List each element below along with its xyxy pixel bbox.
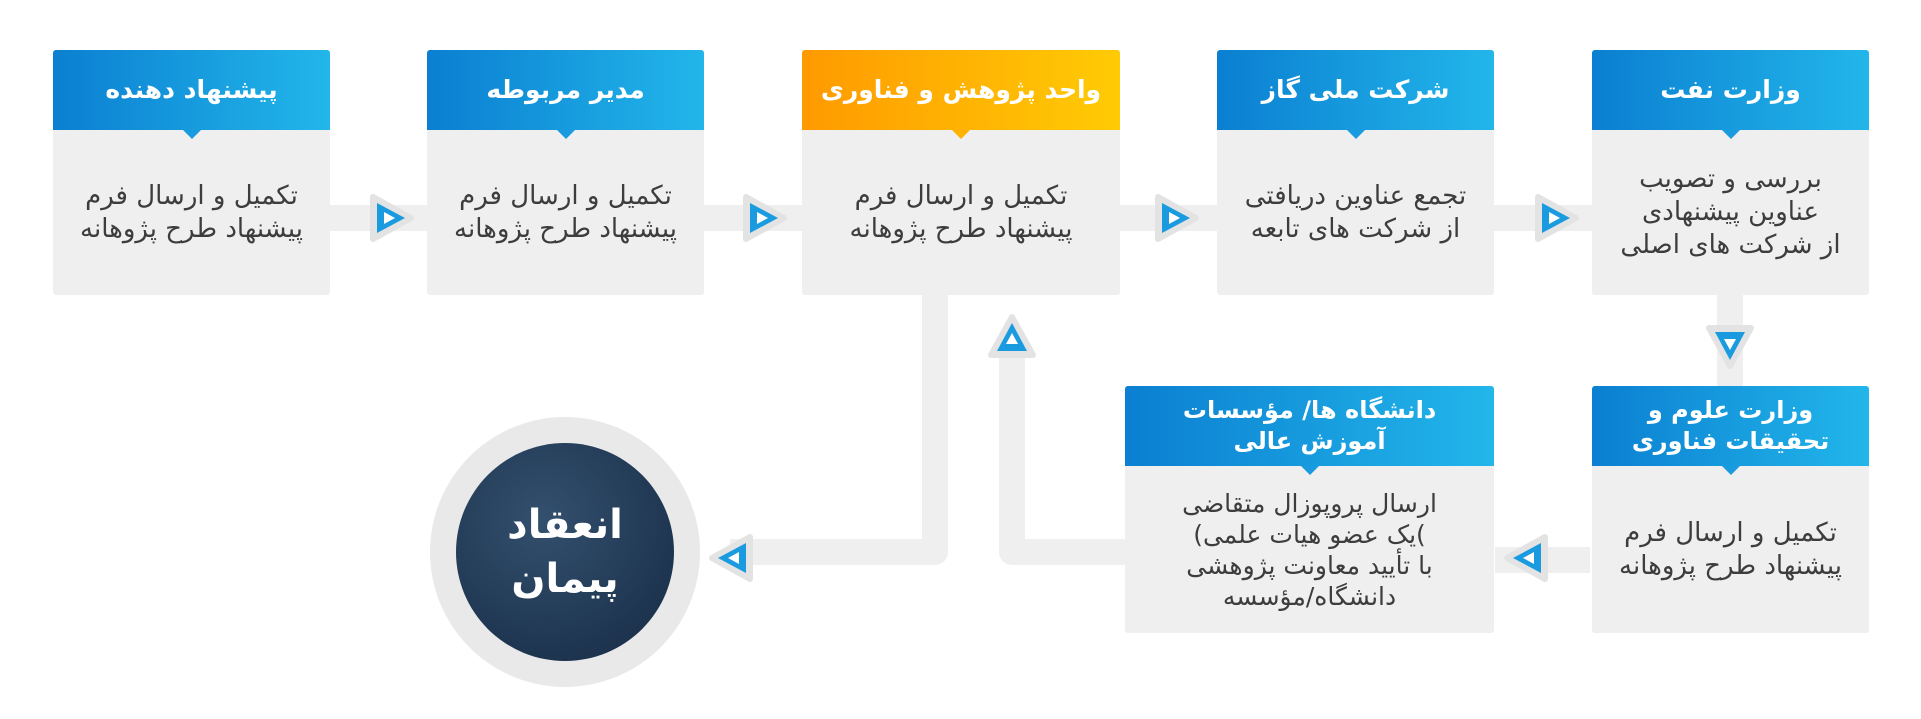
step-description: تجمع عناوین دریافتی از شرکت های تابعه <box>1217 130 1494 295</box>
arrow-right-icon <box>1155 194 1199 242</box>
step-header: مدیر مربوطه <box>427 50 704 139</box>
step-science-ministry: وزارت علوم و تحقیقات فناوری تکمیل و ارسا… <box>1592 386 1869 633</box>
arrow-right-icon <box>743 194 787 242</box>
final-outcome-circle: انعقاد پیمان <box>430 417 700 687</box>
description-line: عناوین پیشنهادی <box>1641 197 1820 227</box>
description-line: با تأیید معاونت پژوهشی <box>1186 550 1433 580</box>
header-notch <box>556 130 575 139</box>
description-line: تکمیل و ارسال فرم <box>85 180 298 211</box>
step-manager: مدیر مربوطه تکمیل و ارسال فرم پیشنهاد طر… <box>427 50 704 295</box>
step-description: تکمیل و ارسال فرم پیشنهاد طرح پژوهانه <box>1592 466 1869 633</box>
final-outcome-inner: انعقاد پیمان <box>456 443 674 661</box>
arrow-up-icon <box>988 314 1036 358</box>
connector-universities-to-research <box>999 345 1125 565</box>
description-line: تکمیل و ارسال فرم <box>459 180 672 211</box>
header-notch <box>1300 466 1319 475</box>
header-notch <box>952 130 970 139</box>
step-title-line: دانشگاه ها/ مؤسسات <box>1182 396 1437 424</box>
step-title: پیشنهاد دهنده <box>105 75 278 104</box>
description-line: تکمیل و ارسال فرم <box>854 180 1068 211</box>
header-notch <box>1721 466 1740 475</box>
step-description: تکمیل و ارسال فرم پیشنهاد طرح پژوهانه <box>53 130 330 295</box>
step-title: مدیر مربوطه <box>486 75 645 104</box>
step-title-line: آموزش عالی <box>1233 427 1386 455</box>
description-line: از شرکت های تابعه <box>1250 213 1461 244</box>
description-line: پیشنهاد طرح پژوهانه <box>80 213 303 244</box>
step-description: ارسال پروپوزال متقاضی )یک عضو هیات علمی)… <box>1125 466 1494 633</box>
step-title-line: وزارت علوم و <box>1647 396 1814 424</box>
step-title: واحد پژوهش و فناوری <box>820 75 1102 104</box>
step-proposer: پیشنهاد دهنده تکمیل و ارسال فرم پیشنهاد … <box>53 50 330 295</box>
description-line: )یک عضو هیات علمی) <box>1193 519 1426 549</box>
description-line: پیشنهاد طرح پژوهانه <box>849 213 1073 244</box>
step-universities: دانشگاه ها/ مؤسسات آموزش عالی ارسال پروپ… <box>1125 386 1494 633</box>
step-title: وزارت نفت <box>1660 75 1801 104</box>
step-title-line: تحقیقات فناوری <box>1631 427 1830 455</box>
final-line: انعقاد <box>507 502 623 548</box>
description-line: تکمیل و ارسال فرم <box>1624 517 1837 548</box>
description-line: پیشنهاد طرح پژوهانه <box>454 213 677 244</box>
header-notch <box>182 130 201 139</box>
step-gas-company: شرکت ملی گاز تجمع عناوین دریافتی از شرکت… <box>1217 50 1494 295</box>
arrow-down-icon <box>1706 325 1754 369</box>
header-notch <box>1346 130 1365 139</box>
step-title: شرکت ملی گاز <box>1261 75 1450 104</box>
step-header: وزارت علوم و تحقیقات فناوری <box>1592 386 1869 475</box>
arrow-left-icon <box>1504 534 1548 582</box>
arrow-left-icon <box>709 534 753 582</box>
step-header: وزارت نفت <box>1592 50 1869 139</box>
step-oil-ministry: وزارت نفت بررسی و تصویب عناوین پیشنهادی … <box>1592 50 1869 295</box>
description-line: تجمع عناوین دریافتی <box>1244 180 1467 211</box>
step-header: دانشگاه ها/ مؤسسات آموزش عالی <box>1125 386 1494 475</box>
step-header: شرکت ملی گاز <box>1217 50 1494 139</box>
arrow-right-icon <box>1535 194 1579 242</box>
description-line: پیشنهاد طرح پژوهانه <box>1619 550 1842 581</box>
header-notch <box>1721 130 1740 139</box>
step-header: پیشنهاد دهنده <box>53 50 330 139</box>
step-description: بررسی و تصویب عناوین پیشنهادی از شرکت ها… <box>1592 130 1869 295</box>
step-description: تکمیل و ارسال فرم پیشنهاد طرح پژوهانه <box>802 130 1120 295</box>
step-research-unit: واحد پژوهش و فناوری تکمیل و ارسال فرم پی… <box>802 50 1120 295</box>
final-line: پیمان <box>511 556 619 602</box>
description-line: بررسی و تصویب <box>1639 164 1822 194</box>
step-header: واحد پژوهش و فناوری <box>802 50 1120 139</box>
description-line: دانشگاه/مؤسسه <box>1222 581 1397 611</box>
description-line: ارسال پروپوزال متقاضی <box>1182 488 1437 518</box>
description-line: از شرکت های اصلی <box>1620 230 1841 260</box>
connector-research-to-final <box>730 295 948 565</box>
step-description: تکمیل و ارسال فرم پیشنهاد طرح پژوهانه <box>427 130 704 295</box>
arrow-right-icon <box>370 194 414 242</box>
